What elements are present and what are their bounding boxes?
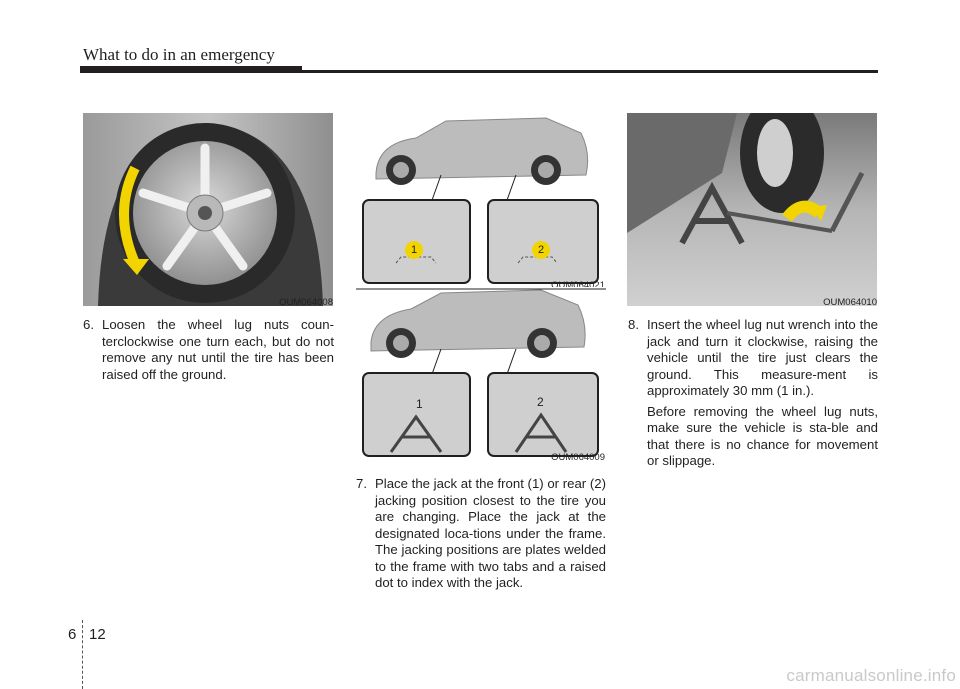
footer-divider — [82, 620, 84, 689]
figure-code-jack-top: OUM064021 — [551, 280, 605, 291]
step-8: 8. Insert the wheel lug nut wrench into … — [628, 317, 878, 470]
watermark: carmanualsonline.info — [786, 666, 956, 685]
chapter-number: 6 — [68, 626, 77, 643]
wheel-illustration — [83, 113, 333, 306]
jack-position-label-2-bottom: 2 — [537, 395, 544, 409]
figure-code-jack-raise: OUM064010 — [823, 297, 877, 308]
step-number: 7. — [356, 476, 367, 491]
figure-code-jack-bottom: OUM064009 — [551, 452, 605, 463]
figure-code-wheel: OUM064008 — [279, 297, 333, 308]
jack-position-label-1-top: 1 — [405, 241, 423, 259]
step-note: Before removing the wheel lug nuts, make… — [647, 403, 878, 469]
step-text: Insert the wheel lug nut wrench into the… — [647, 317, 878, 398]
jacking-positions-illustration-bottom — [356, 287, 606, 462]
jack-position-label-2-top: 2 — [532, 241, 550, 259]
step-number: 6. — [83, 317, 94, 332]
step-7: 7. Place the jack at the front (1) or re… — [356, 476, 606, 592]
jacking-positions-illustration-top — [356, 113, 606, 290]
header-rule — [80, 70, 878, 73]
section-title: What to do in an emergency — [83, 45, 275, 64]
page-number: 12 — [89, 626, 106, 643]
jack-position-label-1-bottom: 1 — [416, 397, 423, 411]
header-tab — [80, 66, 302, 73]
step-text: Place the jack at the front (1) or rear … — [375, 476, 606, 590]
step-number: 8. — [628, 317, 639, 332]
step-6: 6. Loosen the wheel lug nuts coun-terclo… — [83, 317, 334, 383]
jack-raise-illustration — [627, 113, 877, 306]
step-text: Loosen the wheel lug nuts coun-terclockw… — [102, 317, 334, 382]
